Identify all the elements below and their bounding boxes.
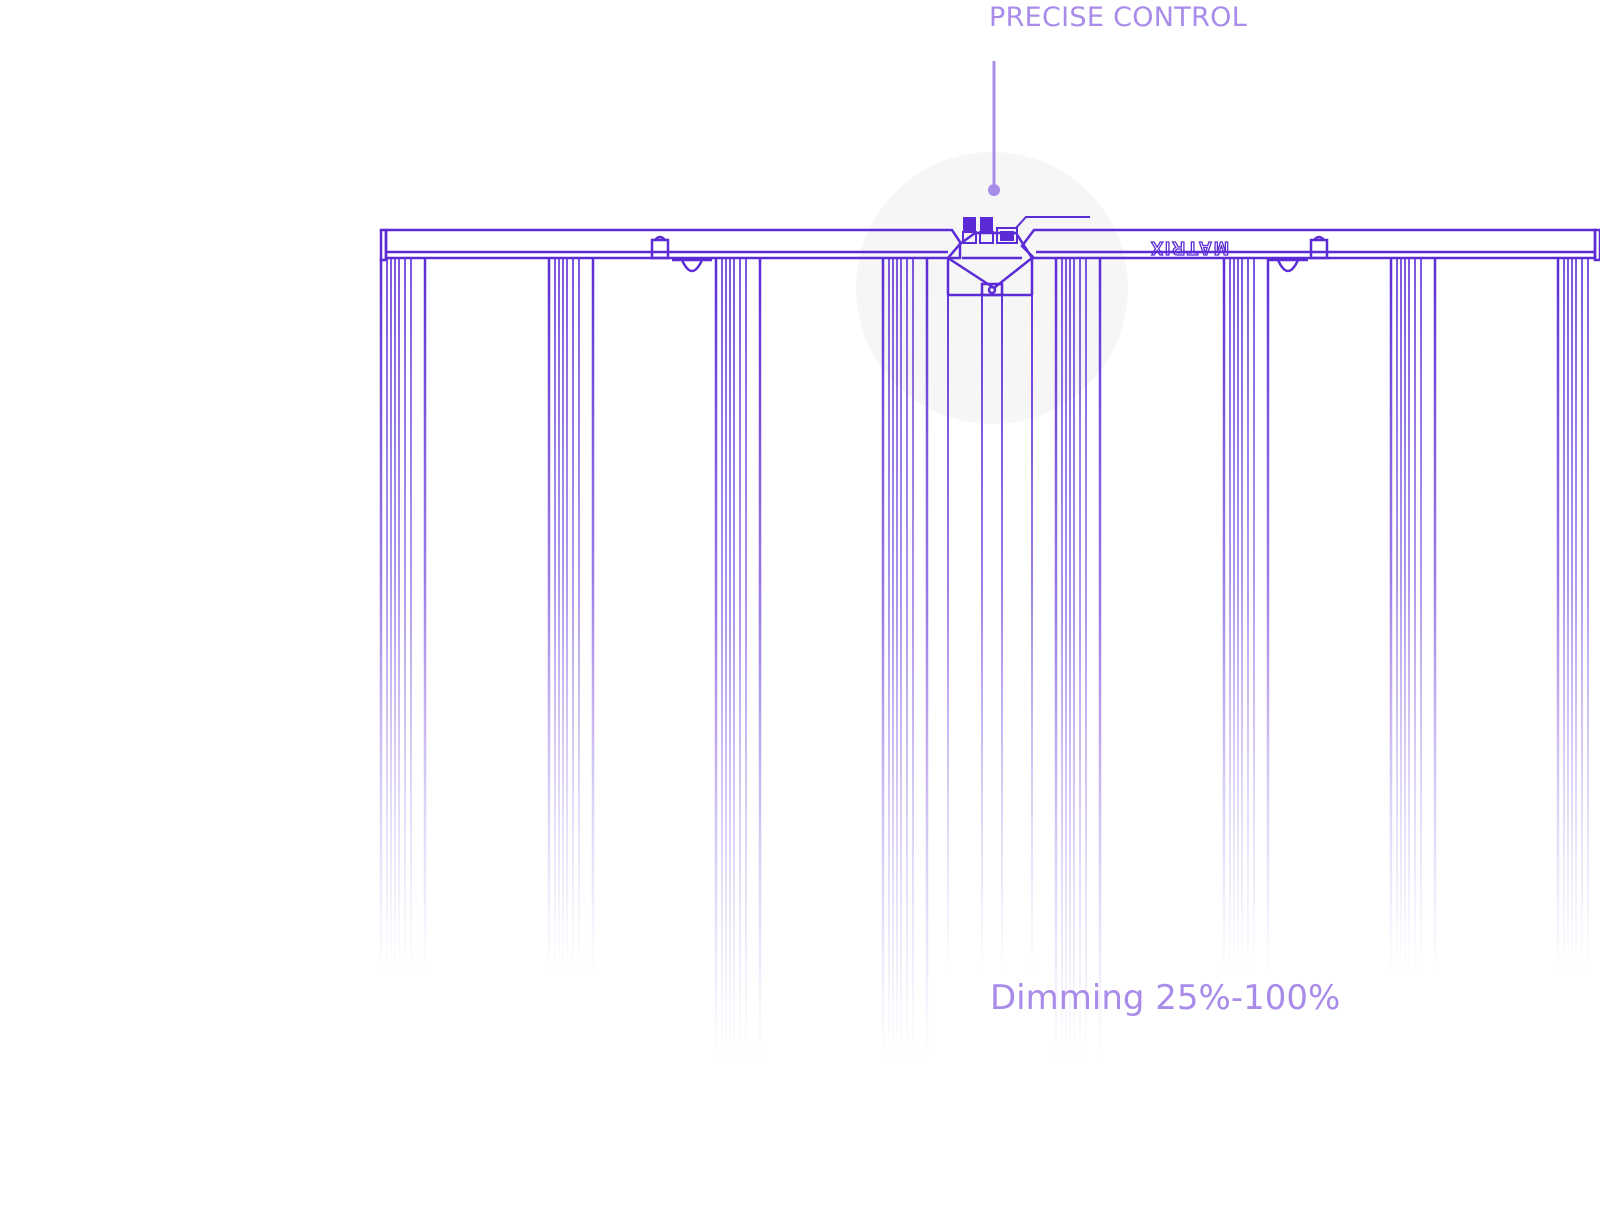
dimming-caption: Dimming 25%-100% [990,978,1341,1018]
led-bar [714,258,762,1060]
connector-ports [962,216,1090,244]
led-bar [1054,258,1102,1060]
led-bar [1389,258,1437,975]
callout-dot [988,184,1000,196]
light-bars [379,258,1589,1060]
led-bar [881,258,929,1060]
led-bar [547,258,595,975]
led-bar [1222,258,1270,975]
left-rail [379,228,962,273]
callout-heading: PRECISE CONTROL [989,2,1248,33]
led-bar [379,258,427,975]
brand-mark-text: MATRIX [1149,238,1229,258]
led-bar [1556,258,1589,975]
